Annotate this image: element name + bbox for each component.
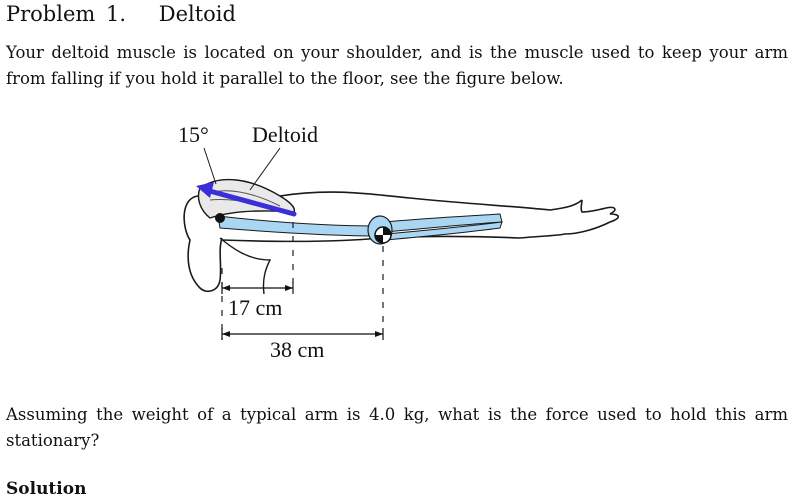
center-of-mass-marker	[374, 226, 392, 244]
torso-outline	[219, 237, 272, 295]
problem-heading: Problem 1. Deltoid	[6, 2, 236, 26]
distance-muscle-label: 17 cm	[228, 295, 283, 320]
dimension-38cm	[221, 328, 384, 340]
angle-label: 15°	[178, 122, 209, 147]
problem-number: 1.	[106, 2, 127, 26]
solution-heading: Solution	[6, 479, 87, 499]
arm-illustration	[183, 147, 620, 340]
shoulder-pivot	[215, 213, 225, 223]
arm-upper-edge	[279, 191, 583, 211]
force-arrow	[196, 182, 297, 217]
deltoid-label: Deltoid	[252, 122, 318, 147]
angle-leader	[203, 147, 217, 185]
intro-paragraph: Your deltoid muscle is located on your s…	[6, 43, 788, 88]
problem-prefix: Problem	[6, 2, 96, 26]
arm-figure: 15° Deltoid 17 cm 38 cm	[170, 118, 630, 368]
distance-weight-label: 38 cm	[270, 337, 325, 362]
muscle-leader	[249, 147, 281, 191]
question-paragraph: Assuming the weight of a typical arm is …	[6, 405, 788, 450]
humerus-bone	[217, 215, 383, 237]
shoulder-outline	[183, 195, 223, 293]
problem-title: Deltoid	[158, 2, 236, 26]
hand-outline	[564, 199, 620, 235]
dimension-17cm	[221, 282, 294, 294]
